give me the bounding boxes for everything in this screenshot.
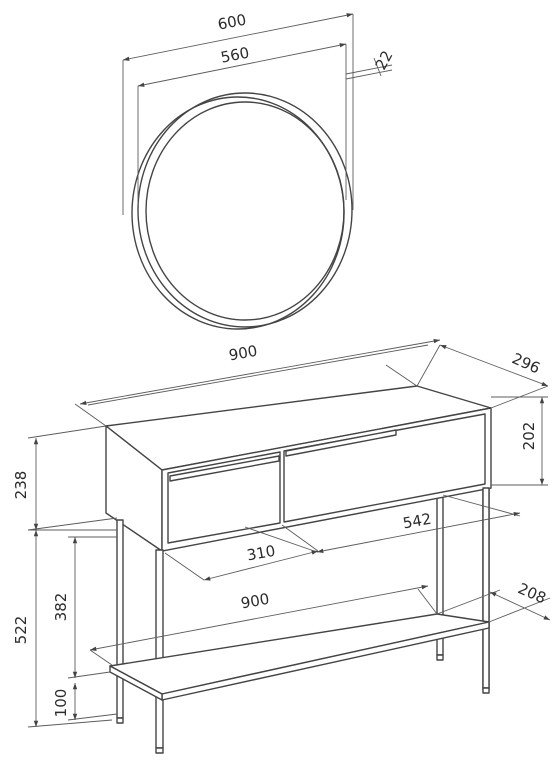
dim-label-560: 560: [219, 44, 251, 67]
dim-label-100: 100: [52, 689, 70, 718]
dim-label-900-shelf: 900: [239, 590, 270, 613]
dim-mirror-frame-depth: 22: [345, 48, 397, 80]
dim-drawer-width: 310: [164, 524, 319, 581]
mirror-frame-outer: [137, 92, 353, 328]
dim-shelf-depth: 208: [436, 579, 551, 623]
lower-shelf-side: [109, 665, 163, 701]
dim-shelf-gap: 382: [52, 536, 117, 679]
dim-label-542: 542: [401, 510, 432, 533]
dim-label-522: 522: [12, 616, 30, 645]
foot-front-left: [116, 717, 124, 724]
console-front-face: [161, 407, 492, 552]
dim-label-310: 310: [245, 542, 276, 565]
dim-label-238: 238: [12, 471, 30, 500]
drawer-right-handle: [285, 429, 397, 457]
foot-back-right: [482, 687, 490, 694]
dim-label-600: 600: [216, 11, 248, 34]
front-leg-right: [482, 487, 490, 689]
dim-label-208: 208: [515, 579, 548, 607]
dim-shelf-width: 900: [89, 585, 438, 666]
console-table: [105, 385, 492, 754]
round-mirror: [131, 92, 353, 330]
dim-mirror-inner-width: 560: [137, 43, 347, 205]
mirror-glass: [145, 101, 345, 321]
dim-drawer-depth: 542: [244, 494, 521, 553]
foot-back-left: [436, 654, 444, 661]
foot-front-mid: [155, 747, 164, 754]
dim-label-22: 22: [372, 48, 397, 73]
drawer-left: [167, 451, 281, 544]
dim-drawer-height: 202: [491, 396, 548, 486]
dim-label-900-top: 900: [227, 342, 258, 365]
dim-console-width-top: 900: [74, 338, 441, 427]
front-leg-mid: [155, 549, 164, 749]
front-leg-left: [116, 519, 124, 719]
dim-mirror-outer-width: 600: [122, 11, 354, 215]
dim-shelf-height: 100: [52, 683, 118, 721]
drawer-left-handle: [169, 455, 280, 482]
drawer-right: [283, 413, 486, 523]
dim-label-202: 202: [520, 422, 538, 451]
dim-leg-height: 522: [12, 529, 117, 728]
dim-label-382: 382: [52, 593, 70, 622]
dim-upper-height: 238: [12, 425, 118, 531]
lower-shelf-top: [109, 613, 490, 695]
